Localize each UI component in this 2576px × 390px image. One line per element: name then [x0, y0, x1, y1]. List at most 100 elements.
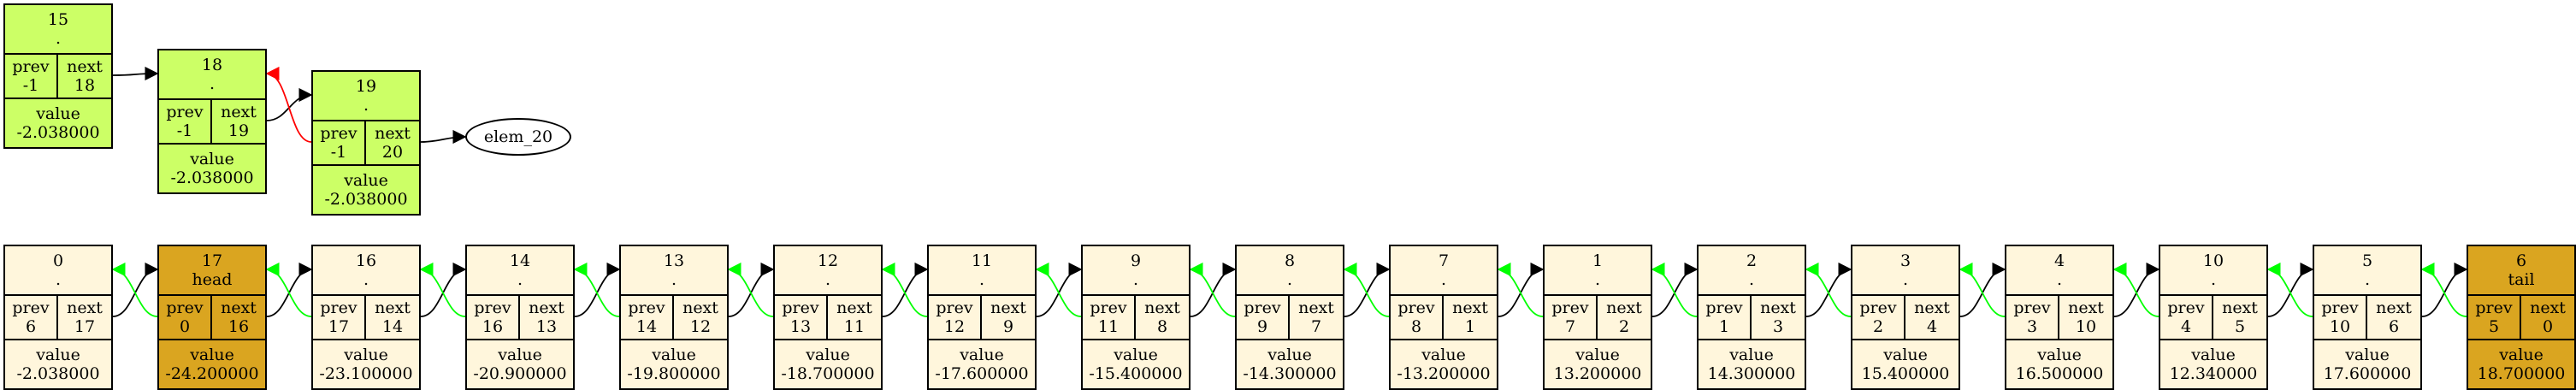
edges-layer	[111, 66, 2468, 317]
value-field: value-2.038000	[5, 340, 111, 388]
next-label: next	[1298, 298, 1334, 317]
next-label: next	[990, 298, 1026, 317]
value-label: value	[344, 346, 388, 364]
node-value: -24.200000	[165, 364, 259, 383]
next-label: next	[2530, 298, 2566, 317]
value-field: value-24.200000	[159, 340, 265, 388]
node-value: -2.038000	[170, 168, 254, 187]
value-label: value	[1883, 346, 1928, 364]
node-id: 16	[355, 251, 377, 270]
node-subtitle: head	[192, 270, 233, 289]
prev-value: 10	[2329, 317, 2351, 336]
value-label: value	[960, 346, 1004, 364]
value-field: value-18.700000	[775, 340, 881, 388]
prev-field: prev-1	[159, 100, 212, 145]
value-field: value-2.038000	[313, 166, 419, 214]
next-label: next	[1606, 298, 1642, 317]
node-subtitle: .	[1902, 270, 1909, 289]
prev-label: prev	[1244, 298, 1281, 317]
prev-label: prev	[1551, 298, 1589, 317]
node-value: -20.900000	[473, 364, 567, 383]
next-value: 20	[381, 143, 404, 162]
prev-label: prev	[1090, 298, 1127, 317]
prev-label: prev	[12, 298, 50, 317]
value-field: value-14.300000	[1237, 340, 1343, 388]
value-label: value	[652, 346, 696, 364]
prev-value: 17	[328, 317, 350, 336]
prev-label: prev	[1859, 298, 1897, 317]
next-label: next	[2068, 298, 2104, 317]
node-title: 10.	[2160, 246, 2266, 296]
value-label: value	[2345, 346, 2390, 364]
node-id: 8	[1284, 251, 1296, 270]
prev-value: 0	[179, 317, 191, 336]
value-label: value	[1575, 346, 1620, 364]
edge-prev-7-8	[1343, 262, 1390, 317]
node-id: 10	[2202, 251, 2224, 270]
prev-label: prev	[628, 298, 665, 317]
prev-label: prev	[12, 57, 50, 76]
node-title: 14.	[467, 246, 573, 296]
next-label: next	[2222, 298, 2258, 317]
prev-value: 5	[2488, 317, 2500, 336]
node-value: -13.200000	[1397, 364, 1491, 383]
node-id: 4	[2053, 251, 2065, 270]
value-label: value	[1267, 346, 1312, 364]
next-label: next	[1760, 298, 1796, 317]
prev-label: prev	[782, 298, 819, 317]
prev-value: 9	[1256, 317, 1268, 336]
node-subtitle: .	[55, 270, 62, 289]
value-field: value-15.400000	[1083, 340, 1189, 388]
prev-value: 2	[1872, 317, 1884, 336]
node-id: 15	[47, 10, 69, 29]
node-id: 0	[52, 251, 64, 270]
node-subtitle: .	[55, 29, 62, 48]
node-id: 12	[817, 251, 839, 270]
prev-label: prev	[2475, 298, 2513, 317]
prev-value: 16	[482, 317, 504, 336]
next-value: 2	[1618, 317, 1630, 336]
node-id: 2	[1746, 251, 1758, 270]
value-field: value-17.600000	[929, 340, 1035, 388]
value-label: value	[1421, 346, 1466, 364]
next-value: 12	[689, 317, 712, 336]
node-subtitle: .	[209, 74, 216, 93]
edge-prev-13-14	[573, 262, 620, 317]
prev-value: -1	[176, 121, 193, 140]
node-value: -23.100000	[319, 364, 413, 383]
value-label: value	[2037, 346, 2082, 364]
value-field: value-13.200000	[1391, 340, 1497, 388]
next-value: 9	[1002, 317, 1014, 336]
next-value: 16	[227, 317, 250, 336]
node-id: 11	[971, 251, 993, 270]
edge-next-19-elem20	[420, 129, 467, 145]
node-id: 1	[1592, 251, 1604, 270]
node-title: 16.	[313, 246, 419, 296]
node-subtitle: tail	[2508, 270, 2535, 289]
node-value: -2.038000	[16, 364, 100, 383]
edge-prev-16-17	[265, 262, 312, 317]
edge-prev-9-11	[1035, 262, 1082, 317]
node-title: 18.	[159, 50, 265, 100]
node-title: 13.	[621, 246, 727, 296]
prev-value: 13	[789, 317, 812, 336]
node-id: 3	[1900, 251, 1911, 270]
